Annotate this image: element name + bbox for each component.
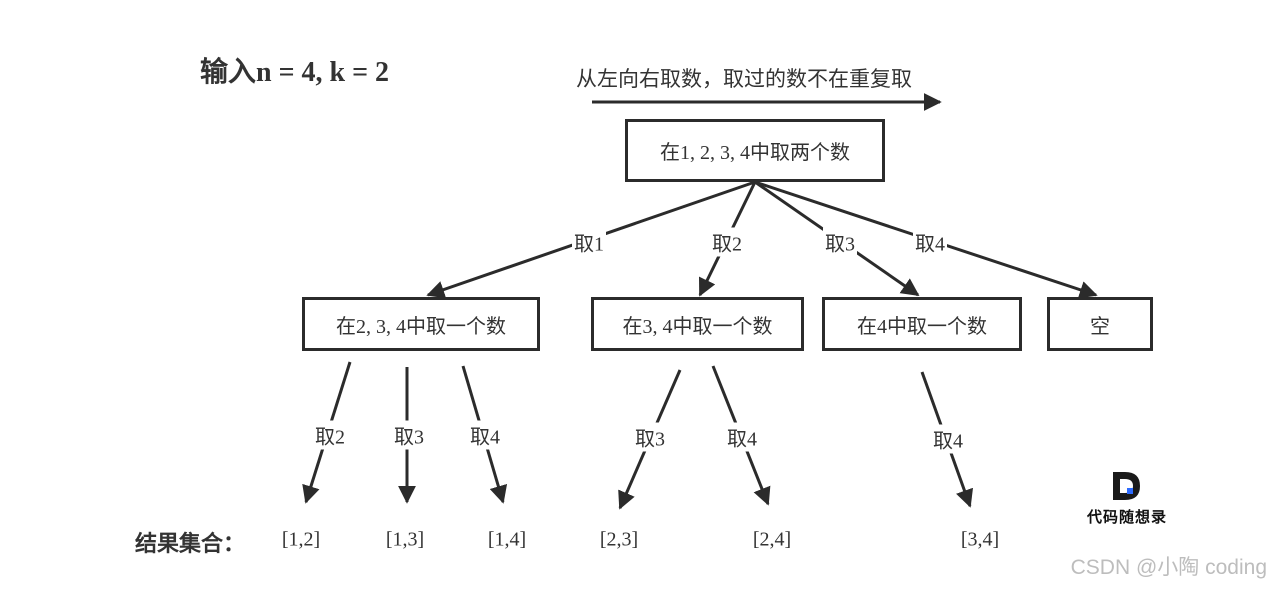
- logo-d-icon: [1113, 472, 1140, 500]
- root-node: 在1, 2, 3, 4中取两个数: [625, 119, 885, 182]
- result-item: [2,3]: [599, 528, 639, 551]
- direction-label: 从左向右取数，取过的数不在重复取: [576, 67, 912, 91]
- logo: 代码随想录: [1072, 470, 1182, 530]
- node-empty: 空: [1047, 297, 1153, 351]
- edge-label-take-3: 取3: [633, 422, 667, 452]
- edge-label-take-3: 取3: [823, 227, 857, 257]
- edge-label-take-4: 取4: [931, 424, 965, 454]
- node-label: 在3, 4中取一个数: [622, 315, 773, 338]
- node-label: 在2, 3, 4中取一个数: [336, 315, 506, 338]
- node-label: 在4中取一个数: [857, 315, 987, 338]
- result-item: [2,4]: [752, 528, 792, 551]
- result-item: [1,3]: [385, 528, 425, 551]
- edge-label-take-3: 取3: [392, 420, 426, 450]
- edge-label-take-2: 取2: [710, 227, 744, 257]
- node-label: 空: [1090, 315, 1110, 338]
- logo-text: 代码随想录: [1086, 510, 1167, 526]
- edge-label-take-4: 取4: [725, 422, 759, 452]
- edge-label-take-4: 取4: [913, 227, 947, 257]
- edge-label-take-4: 取4: [468, 420, 502, 450]
- node-from-234: 在2, 3, 4中取一个数: [302, 297, 540, 351]
- result-item: [1,4]: [487, 528, 527, 551]
- watermark: CSDN @小陶 coding: [1070, 556, 1267, 579]
- results-caption: 结果集合：: [135, 531, 246, 556]
- result-item: [3,4]: [960, 528, 1000, 551]
- result-item: [1,2]: [281, 528, 321, 551]
- input-title: 输入n = 4, k = 2: [200, 57, 390, 88]
- node-from-4: 在4中取一个数: [822, 297, 1022, 351]
- edge-label-take-1: 取1: [572, 227, 606, 257]
- root-node-label: 在1, 2, 3, 4中取两个数: [660, 142, 850, 164]
- node-from-34: 在3, 4中取一个数: [591, 297, 804, 351]
- edge-label-take-2: 取2: [313, 420, 347, 450]
